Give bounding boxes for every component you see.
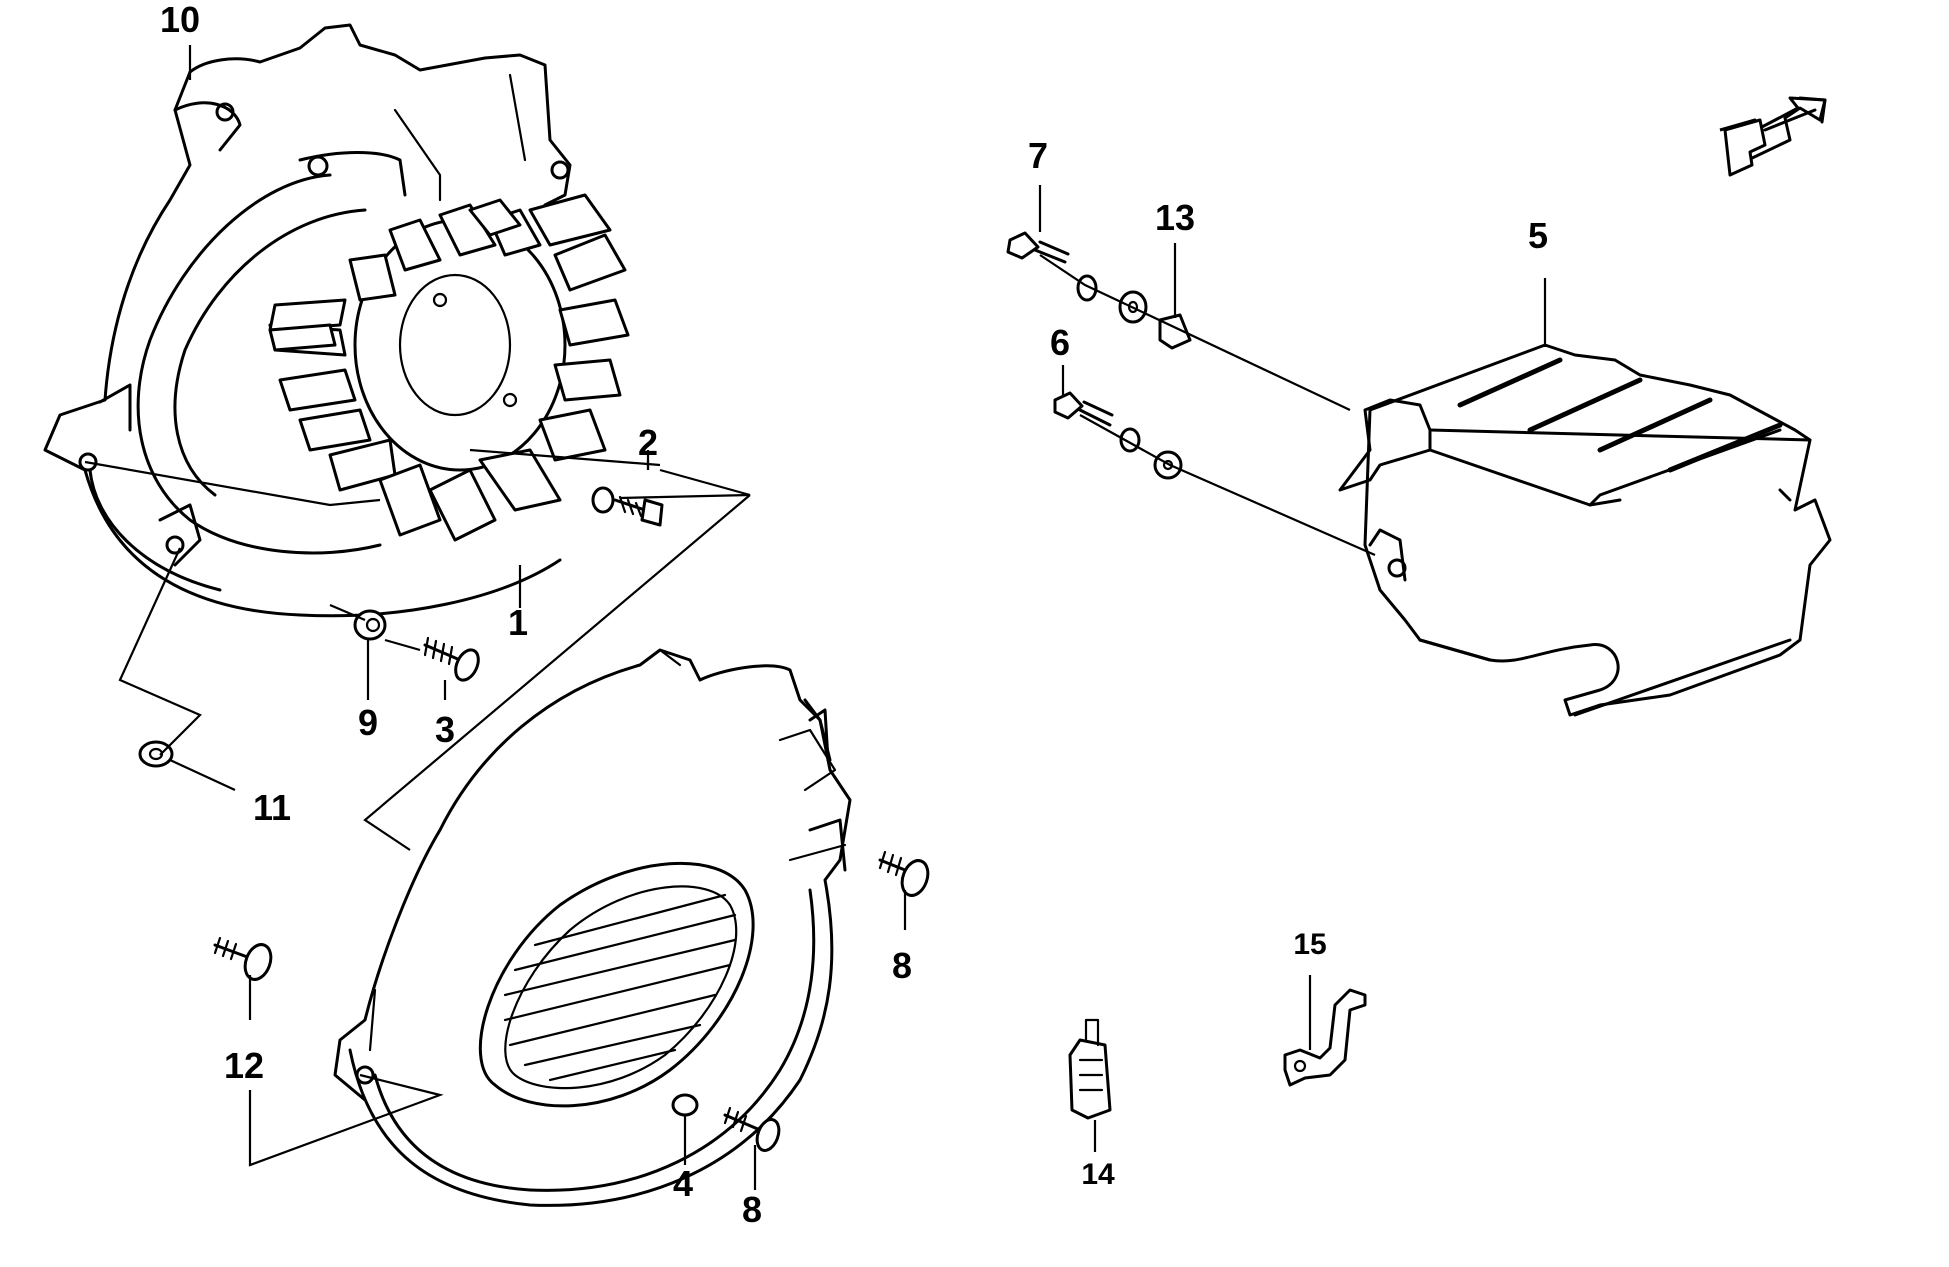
callout-10: 10 — [160, 0, 200, 40]
grommet-11 — [138, 740, 174, 768]
bracket-15 — [1283, 975, 1367, 1087]
bracket-cover — [1338, 278, 1832, 717]
callout-6: 6 — [1050, 322, 1070, 363]
fan-cover-outer — [248, 648, 852, 1207]
callout-8-upper: 8 — [892, 945, 912, 986]
callout-9: 9 — [358, 702, 378, 743]
fan-screw — [591, 486, 664, 527]
callout-15: 15 — [1293, 928, 1326, 961]
bolt-6-set — [1053, 365, 1376, 557]
front-direction-arrow-icon — [1719, 96, 1827, 177]
callout-1: 1 — [508, 602, 528, 643]
screw-8-lower — [723, 1106, 781, 1190]
callout-4: 4 — [673, 1163, 693, 1204]
callout-12: 12 — [224, 1045, 264, 1086]
screw-8-upper — [878, 850, 930, 930]
callout-8-lower: 8 — [742, 1189, 762, 1230]
fan-shroud-inner — [43, 23, 572, 618]
leader-lines-left — [84, 45, 751, 851]
cooling-fan — [268, 193, 630, 542]
collar-and-screw — [353, 609, 480, 682]
callout-11: 11 — [253, 787, 291, 828]
callout-7: 7 — [1028, 135, 1048, 176]
callout-labels: 10 2 1 9 3 11 8 12 4 8 7 13 5 6 15 14 — [160, 0, 1548, 1230]
screw-12 — [213, 936, 273, 1020]
clip-14 — [1068, 1018, 1112, 1152]
callout-2: 2 — [638, 422, 658, 463]
callout-13: 13 — [1155, 197, 1195, 238]
bolt-7-set — [1006, 185, 1351, 411]
callout-14: 14 — [1081, 1158, 1115, 1191]
callout-5: 5 — [1528, 215, 1548, 256]
callout-3: 3 — [435, 709, 455, 750]
